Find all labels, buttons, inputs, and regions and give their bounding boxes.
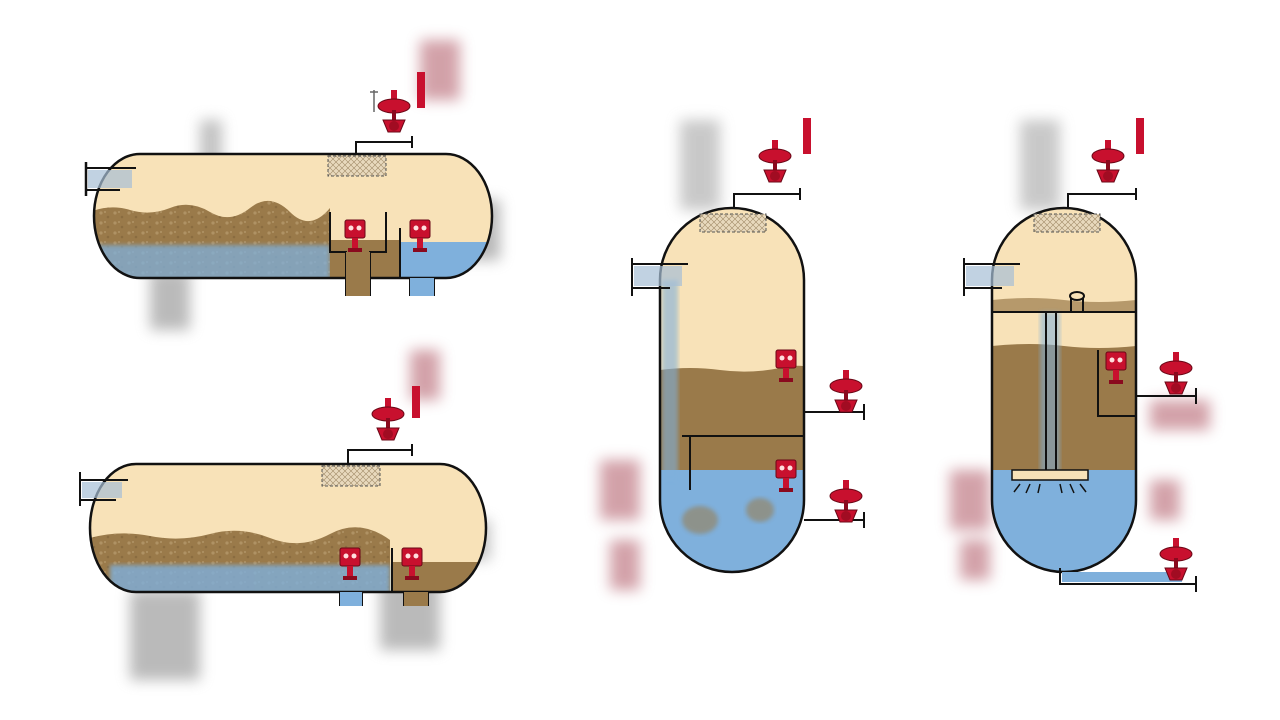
pressure-control-valve-icon: [371, 397, 405, 441]
oil-dump-valve-icon: [829, 369, 863, 413]
pressure-control-valve-icon: [758, 139, 792, 183]
pressure-control-valve-icon: [377, 89, 411, 133]
horizontal-separator-2: [79, 386, 488, 606]
vertical-separator-1: [631, 118, 865, 574]
oil-dump-valve-icon: [1159, 351, 1193, 395]
horizontal-separator-1: [84, 72, 494, 296]
pressure-control-valve-icon: [1091, 139, 1125, 183]
water-dump-valve-icon: [829, 479, 863, 523]
vertical-separator-2: [963, 118, 1197, 592]
